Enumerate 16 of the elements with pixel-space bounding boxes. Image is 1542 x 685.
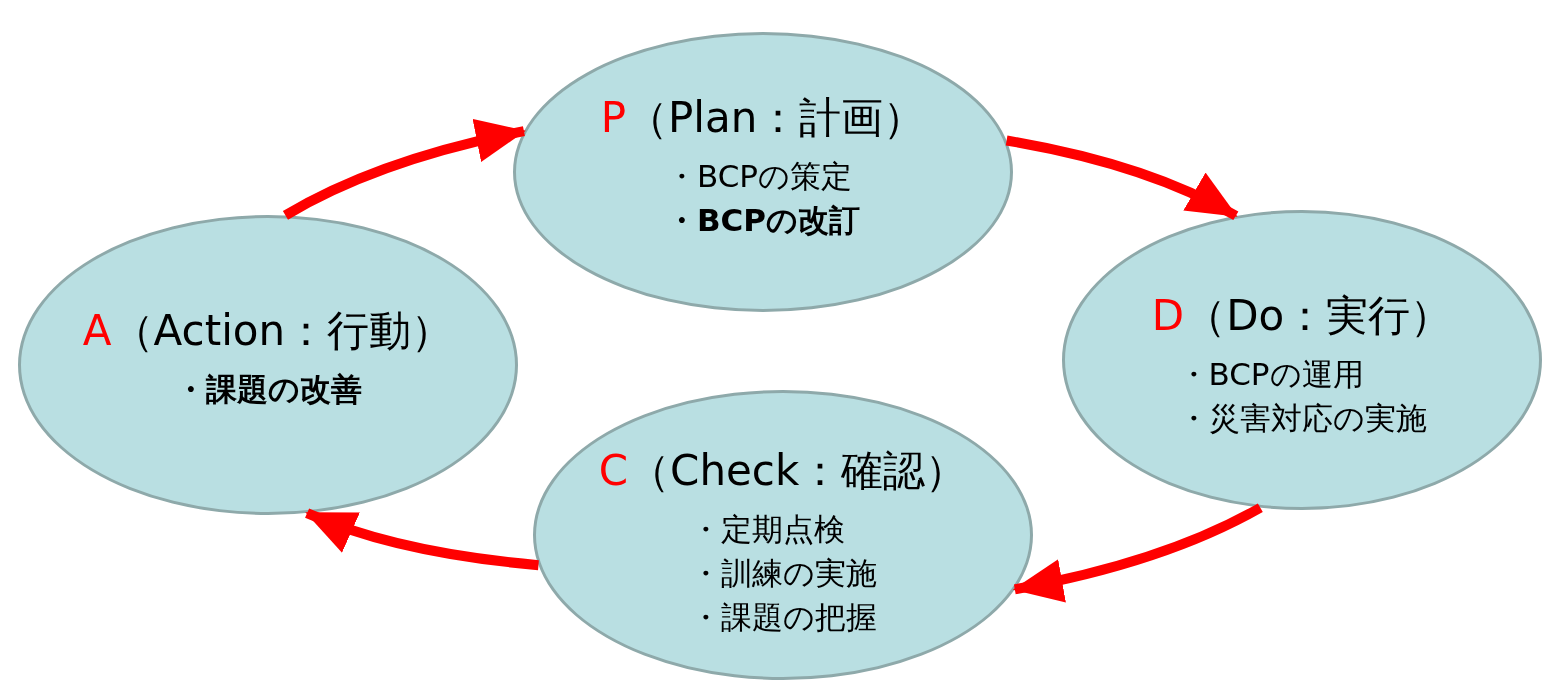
- node-heading: C（Check：確認）: [598, 445, 968, 497]
- bullet-item: ・課題の把握: [689, 598, 877, 637]
- node-heading: D（Do：実行）: [1151, 290, 1453, 342]
- arrow: [1012, 503, 1263, 602]
- bullet-item: ・BCPの改訂: [665, 201, 861, 240]
- node-heading: P（Plan：計画）: [600, 92, 926, 144]
- node-heading: A（Action：行動）: [82, 305, 454, 357]
- bullet-item: ・定期点検: [689, 510, 845, 549]
- arrow: [282, 119, 526, 220]
- bullet-item: ・BCPの運用: [1177, 355, 1364, 394]
- bullet-item: ・訓練の実施: [689, 554, 877, 593]
- arrow: [305, 508, 539, 571]
- bullet-item: ・課題の改善: [174, 370, 362, 409]
- bullet-item: ・災害対応の実施: [1177, 399, 1427, 438]
- arrow: [1005, 135, 1239, 221]
- bullet-item: ・BCPの策定: [665, 157, 852, 196]
